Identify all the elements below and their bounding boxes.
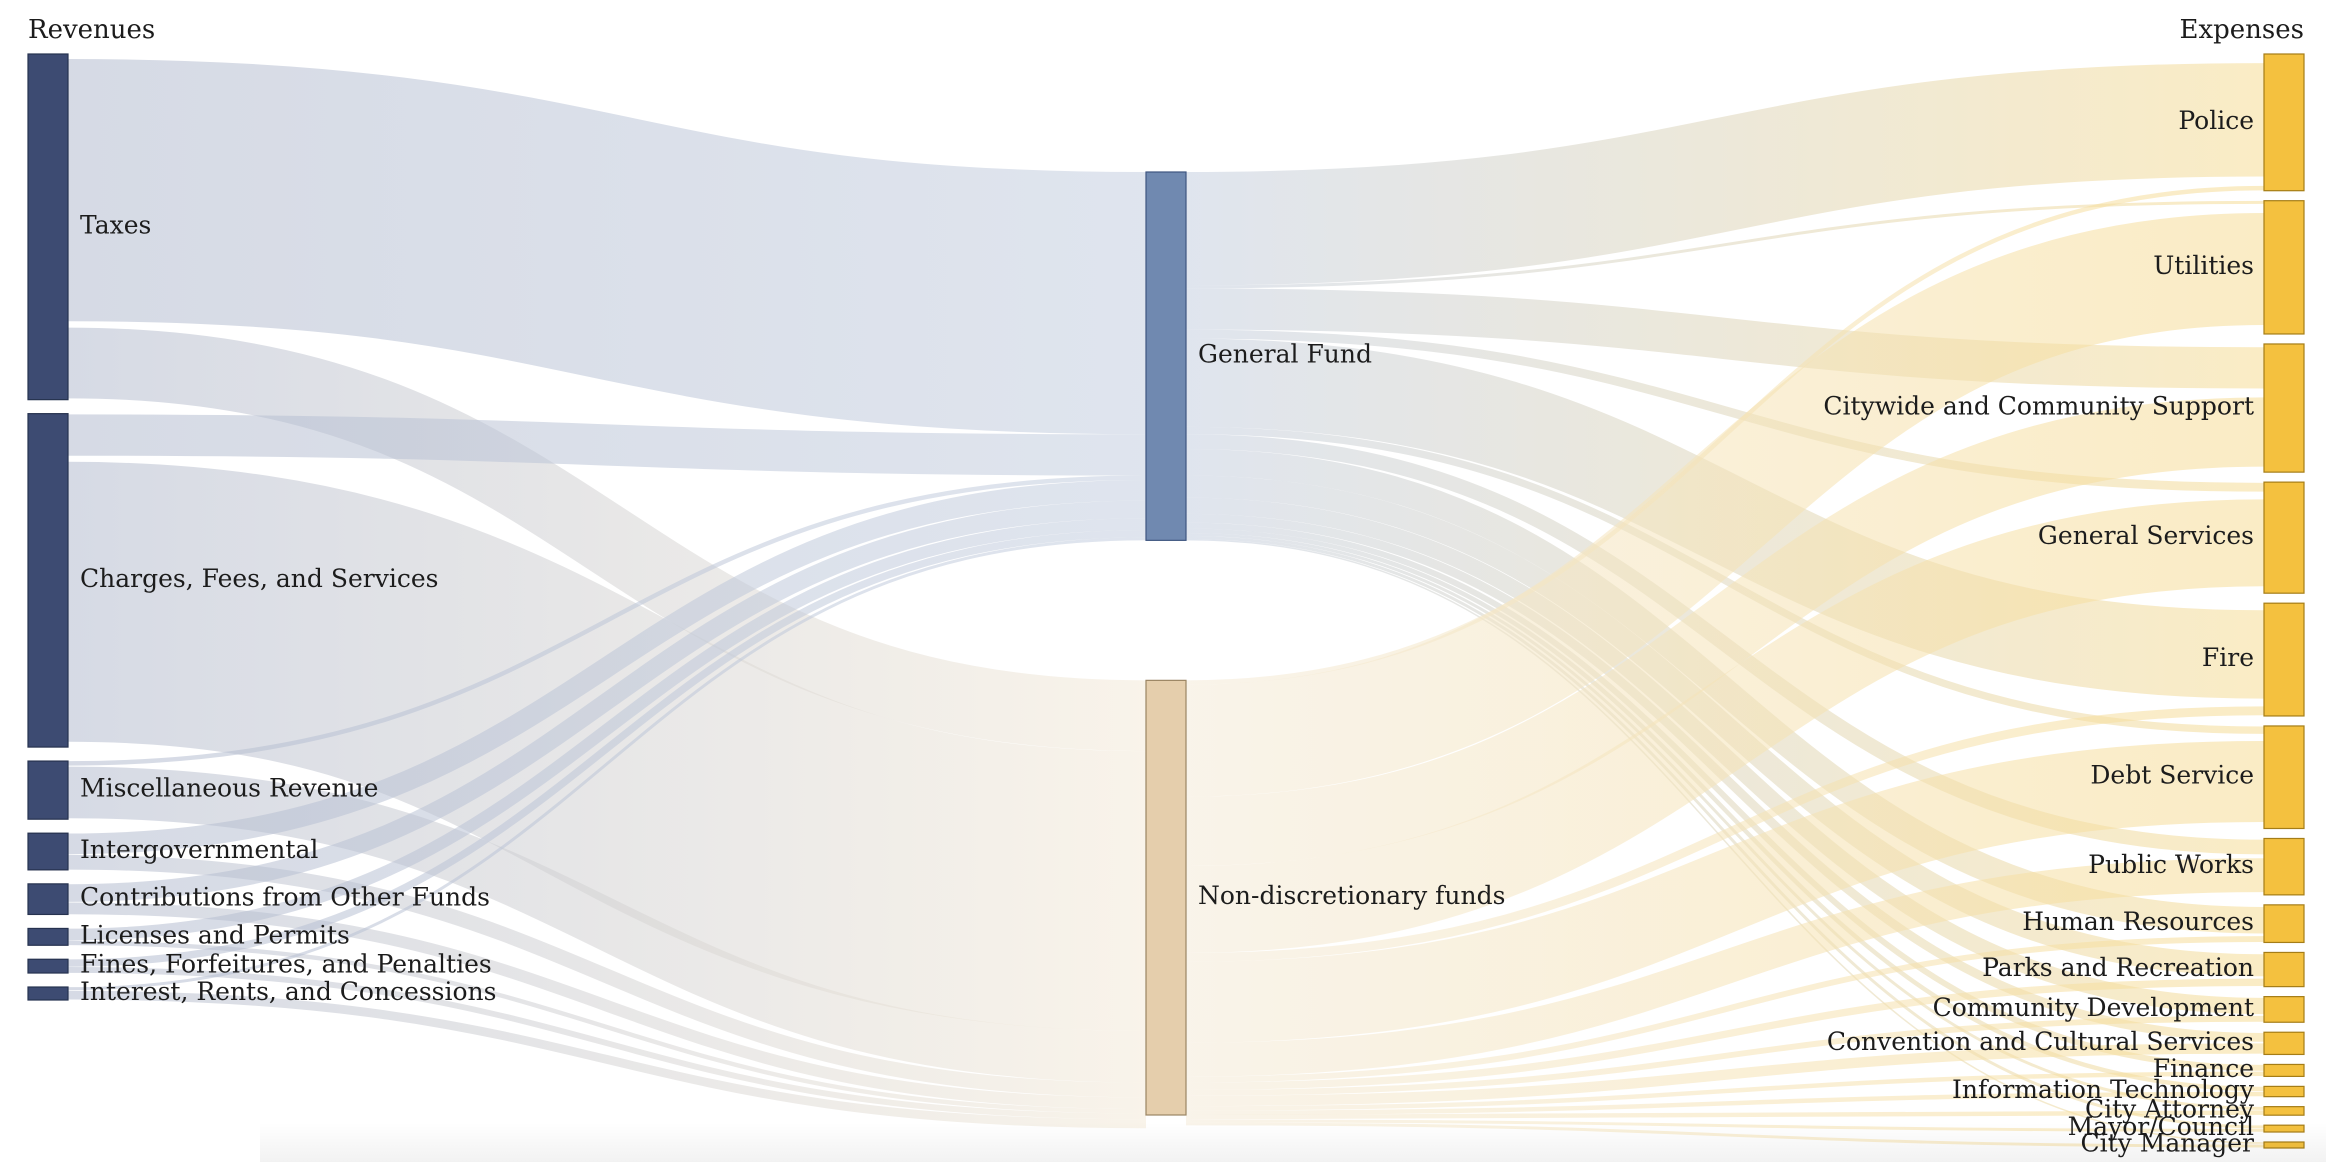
link-general-to-cityatty (1185, 532, 2265, 1110)
link-nondisc-to-citymgr (1185, 1122, 2265, 1148)
link-fines-to-general (67, 530, 1147, 967)
node-citywide[interactable] (2263, 343, 2305, 473)
node-commdev[interactable] (2263, 996, 2305, 1023)
link-nondisc-to-finance (1185, 1071, 2265, 1111)
node-label-nondisc: Non-discretionary funds (1198, 881, 1505, 910)
node-label-intergov: Intergovernmental (80, 835, 318, 864)
link-general-to-citymgr (1185, 538, 2265, 1144)
link-nondisc-to-mayor (1185, 1119, 2265, 1132)
node-nondisc[interactable] (1145, 679, 1187, 1116)
node-gensvc[interactable] (2263, 481, 2305, 594)
link-contrib-to-nondisc (67, 902, 1147, 1110)
node-label-utilities: Utilities (2153, 251, 2254, 280)
link-general-to-debt (1185, 426, 2265, 734)
node-label-commdev: Community Development (1933, 993, 2254, 1022)
link-nondisc-to-pubworks (1185, 858, 2265, 1077)
node-hr[interactable] (2263, 904, 2305, 944)
link-fines-to-nondisc (67, 967, 1147, 1120)
nodes-layer (27, 53, 2305, 1149)
node-fire[interactable] (2263, 602, 2305, 717)
link-misc-to-general (67, 475, 1147, 766)
node-parks[interactable] (2263, 951, 2305, 988)
link-nondisc-to-infotech (1185, 1091, 2265, 1116)
link-general-to-police (1185, 63, 2265, 286)
link-nondisc-to-fire (1185, 706, 2265, 962)
node-interest[interactable] (27, 986, 69, 1001)
node-citymgr[interactable] (2263, 1141, 2305, 1149)
node-contrib[interactable] (27, 883, 69, 916)
link-licenses-to-general (67, 518, 1147, 941)
node-finance[interactable] (2263, 1063, 2305, 1078)
link-interest-to-general (67, 537, 1147, 991)
link-nondisc-to-hr (1185, 936, 2265, 1083)
node-label-parks: Parks and Recreation (1982, 953, 2254, 982)
node-label-fire: Fire (2202, 643, 2254, 672)
revenues-column-title: Revenues (28, 15, 155, 45)
node-label-gensvc: General Services (2038, 521, 2254, 550)
link-charges-to-general (67, 414, 1147, 476)
node-cityatty[interactable] (2263, 1106, 2305, 1116)
node-label-fines: Fines, Forfeitures, and Penalties (80, 950, 492, 979)
node-pubworks[interactable] (2263, 837, 2305, 896)
node-label-convention: Convention and Cultural Services (1827, 1027, 2254, 1056)
node-charges[interactable] (27, 413, 69, 748)
node-label-contrib: Contributions from Other Funds (80, 883, 490, 912)
link-nondisc-to-cityatty (1185, 1110, 2265, 1120)
node-debt[interactable] (2263, 725, 2305, 830)
node-label-misc: Miscellaneous Revenue (80, 774, 378, 803)
link-misc-to-nondisc (67, 766, 1147, 1083)
node-misc[interactable] (27, 760, 69, 820)
link-taxes-to-nondisc (67, 327, 1147, 752)
link-nondisc-to-utilities (1185, 213, 2265, 797)
node-label-taxes: Taxes (80, 210, 151, 239)
node-label-debt: Debt Service (2090, 761, 2254, 790)
node-infotech[interactable] (2263, 1085, 2305, 1098)
link-interest-to-nondisc (67, 990, 1147, 1129)
node-police[interactable] (2263, 53, 2305, 192)
node-label-general: General Fund (1198, 340, 1372, 369)
link-contrib-to-general (67, 500, 1147, 902)
node-convention[interactable] (2263, 1031, 2305, 1056)
node-utilities[interactable] (2263, 200, 2305, 335)
node-label-interest: Interest, Rents, and Concessions (80, 977, 497, 1006)
link-general-to-finance (1185, 522, 2265, 1071)
node-taxes[interactable] (27, 53, 69, 401)
node-label-infotech: Information Technology (1952, 1075, 2255, 1104)
link-nondisc-to-gensvc (1185, 499, 2265, 953)
node-label-citymgr: City Manager (2081, 1129, 2255, 1158)
node-general[interactable] (1145, 171, 1187, 541)
node-label-finance: Finance (2153, 1054, 2254, 1083)
node-label-citywide: Citywide and Community Support (1823, 392, 2254, 421)
link-general-to-utilities (1185, 200, 2265, 289)
node-label-charges: Charges, Fees, and Services (80, 564, 438, 593)
link-nondisc-to-citywide (1185, 397, 2265, 866)
node-mayor[interactable] (2263, 1124, 2305, 1133)
node-fines[interactable] (27, 958, 69, 974)
links-layer (67, 58, 2265, 1148)
node-label-hr: Human Resources (2022, 907, 2254, 936)
node-label-pubworks: Public Works (2088, 850, 2254, 879)
link-taxes-to-general (67, 58, 1147, 435)
node-licenses[interactable] (27, 927, 69, 946)
link-intergov-to-general (67, 479, 1147, 855)
node-label-cityatty: City Attorney (2085, 1094, 2255, 1123)
link-licenses-to-nondisc (67, 940, 1147, 1114)
link-nondisc-to-parks (1185, 978, 2265, 1090)
link-general-to-citywide (1185, 288, 2265, 389)
link-nondisc-to-debt (1185, 740, 2265, 1043)
node-label-police: Police (2178, 106, 2254, 135)
node-label-licenses: Licenses and Permits (80, 920, 350, 949)
node-intergov[interactable] (27, 832, 69, 871)
link-nondisc-to-commdev (1185, 1015, 2265, 1096)
link-nondisc-to-convention (1185, 1043, 2265, 1107)
node-label-mayor: Mayor/Council (2068, 1112, 2254, 1141)
expenses-column-title: Expenses (2180, 15, 2305, 45)
